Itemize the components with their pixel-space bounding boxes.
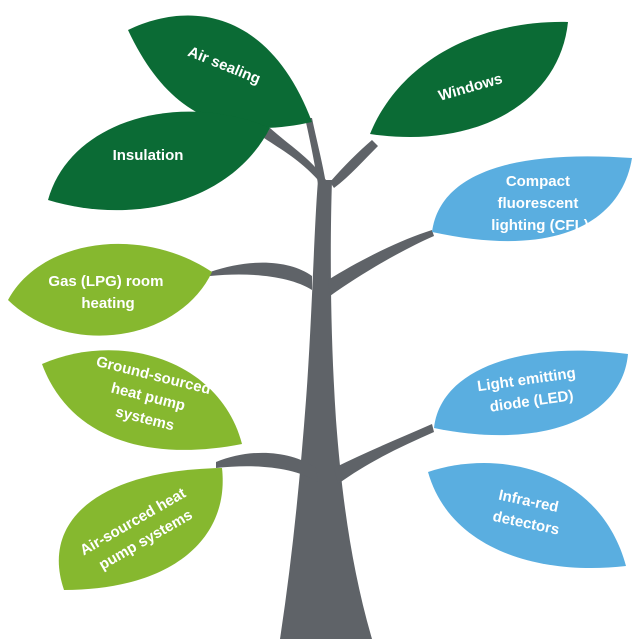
leaf-ground-shape	[42, 350, 242, 450]
svg-text:Gas (LPG) room heating: Gas (LPG) room heating	[48, 273, 167, 312]
leaf-infrared: Infra-red detectors	[428, 463, 626, 569]
branch-left-upper	[210, 262, 312, 290]
leaf-lpg-label-2: heating	[81, 295, 134, 312]
leaf-insulation: Insulation	[48, 111, 270, 211]
leaf-air-sealing: Air sealing	[128, 15, 312, 129]
branch-right-upper	[328, 230, 434, 296]
trunk-main	[280, 180, 372, 639]
leaf-lpg: Gas (LPG) room heating	[8, 243, 212, 336]
leaf-lpg-shape	[8, 243, 212, 336]
leaf-windows: Windows	[370, 21, 568, 137]
branch-top-left	[264, 128, 326, 180]
tree-trunk	[210, 118, 434, 639]
leaf-insulation-label: Insulation	[113, 147, 184, 164]
leaf-cfl-label-1: Compact	[506, 173, 570, 190]
leaf-cfl-shape	[432, 156, 632, 242]
leaf-infrared-shape	[428, 463, 626, 569]
svg-text:Insulation: Insulation	[113, 147, 184, 164]
branch-top-right	[330, 140, 378, 188]
svg-text:Compact fluorescent: Compact fluorescent lighting (CFL)	[491, 173, 588, 234]
branch-right-lower	[334, 424, 434, 484]
leaf-cfl: Compact fluorescent lighting (CFL)	[432, 156, 632, 242]
leaf-led: Light emitting diode (LED)	[434, 350, 628, 436]
branch-left-lower	[216, 452, 318, 482]
leaf-air-sourced: Air-sourced heat pump systems	[58, 468, 223, 590]
leaf-air-sourced-shape	[58, 468, 223, 590]
leaf-cfl-label-3: lighting (CFL)	[491, 217, 588, 234]
leaf-cfl-label-2: fluorescent	[497, 195, 578, 212]
leaf-lpg-label-1: Gas (LPG) room	[48, 273, 163, 290]
leaf-led-shape	[434, 350, 628, 436]
leaf-air-sealing-shape	[128, 15, 312, 129]
leaf-insulation-shape	[48, 111, 270, 211]
leaf-ground-sourced: Ground-sourced heat pump systems	[42, 350, 242, 450]
branch-top-center	[305, 118, 326, 184]
leaf-windows-shape	[370, 21, 568, 137]
